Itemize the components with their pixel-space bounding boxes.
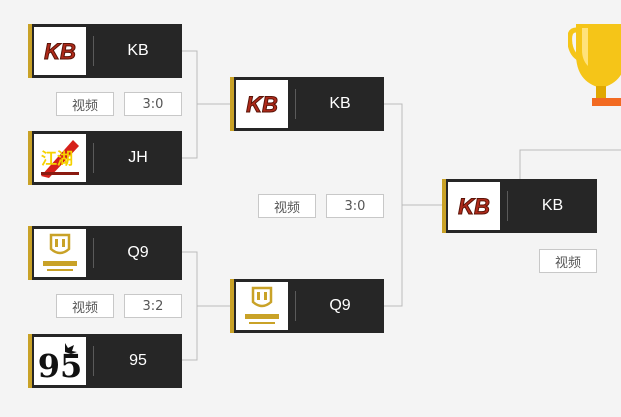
r2-video-button[interactable]: 视频 [258,194,316,218]
r1m1-video-button[interactable]: 视频 [56,92,114,116]
team-name: Q9 [127,244,149,261]
team-name: Q9 [329,297,351,314]
final-winner-card[interactable]: KB KB [442,179,597,233]
kb-logo-icon: KB [236,80,288,128]
team-name: JH [128,149,148,166]
final-video-button[interactable]: 视频 [539,249,597,273]
svg-text:江湖: 江湖 [41,149,73,168]
divider [507,191,508,221]
svg-text:KB: KB [246,92,278,117]
svg-text:95: 95 [38,347,83,383]
svg-text:KB: KB [44,39,76,64]
connector-r1m2 [182,251,198,361]
divider [93,238,94,268]
svg-text:KB: KB [458,194,490,219]
team-name: KB [127,42,149,59]
r1m2-video-button[interactable]: 视频 [56,294,114,318]
connector-final [519,149,621,180]
team-name: KB [329,95,351,112]
divider [93,143,94,173]
q9-logo-icon [236,282,288,330]
q9-logo-icon [34,229,86,277]
r2-score: 3:0 [326,194,384,218]
r2-team-b-card[interactable]: Q9 [230,279,384,333]
divider [93,36,94,66]
r1m1-score: 3:0 [124,92,182,116]
divider [93,346,94,376]
connector-r2 [384,103,403,307]
r1m2-score: 3:2 [124,294,182,318]
r1m2-team-b-card[interactable]: 95 95 [28,334,182,388]
r1m1-team-b-card[interactable]: 江湖 JH [28,131,182,185]
r1m2-team-a-card[interactable]: Q9 [28,226,182,280]
trophy-icon [568,24,621,106]
jh-logo-icon: 江湖 [34,134,86,182]
divider [295,291,296,321]
team-name: 95 [129,352,147,369]
team95-logo-icon: 95 [34,337,86,385]
kb-logo-icon: KB [34,27,86,75]
team-name: KB [541,197,564,214]
connector-r1m1 [182,50,198,159]
kb-logo-icon: KB [448,182,500,230]
r2-team-a-card[interactable]: KB KB [230,77,384,131]
r1m1-team-a-card[interactable]: KB KB [28,24,182,78]
divider [295,89,296,119]
